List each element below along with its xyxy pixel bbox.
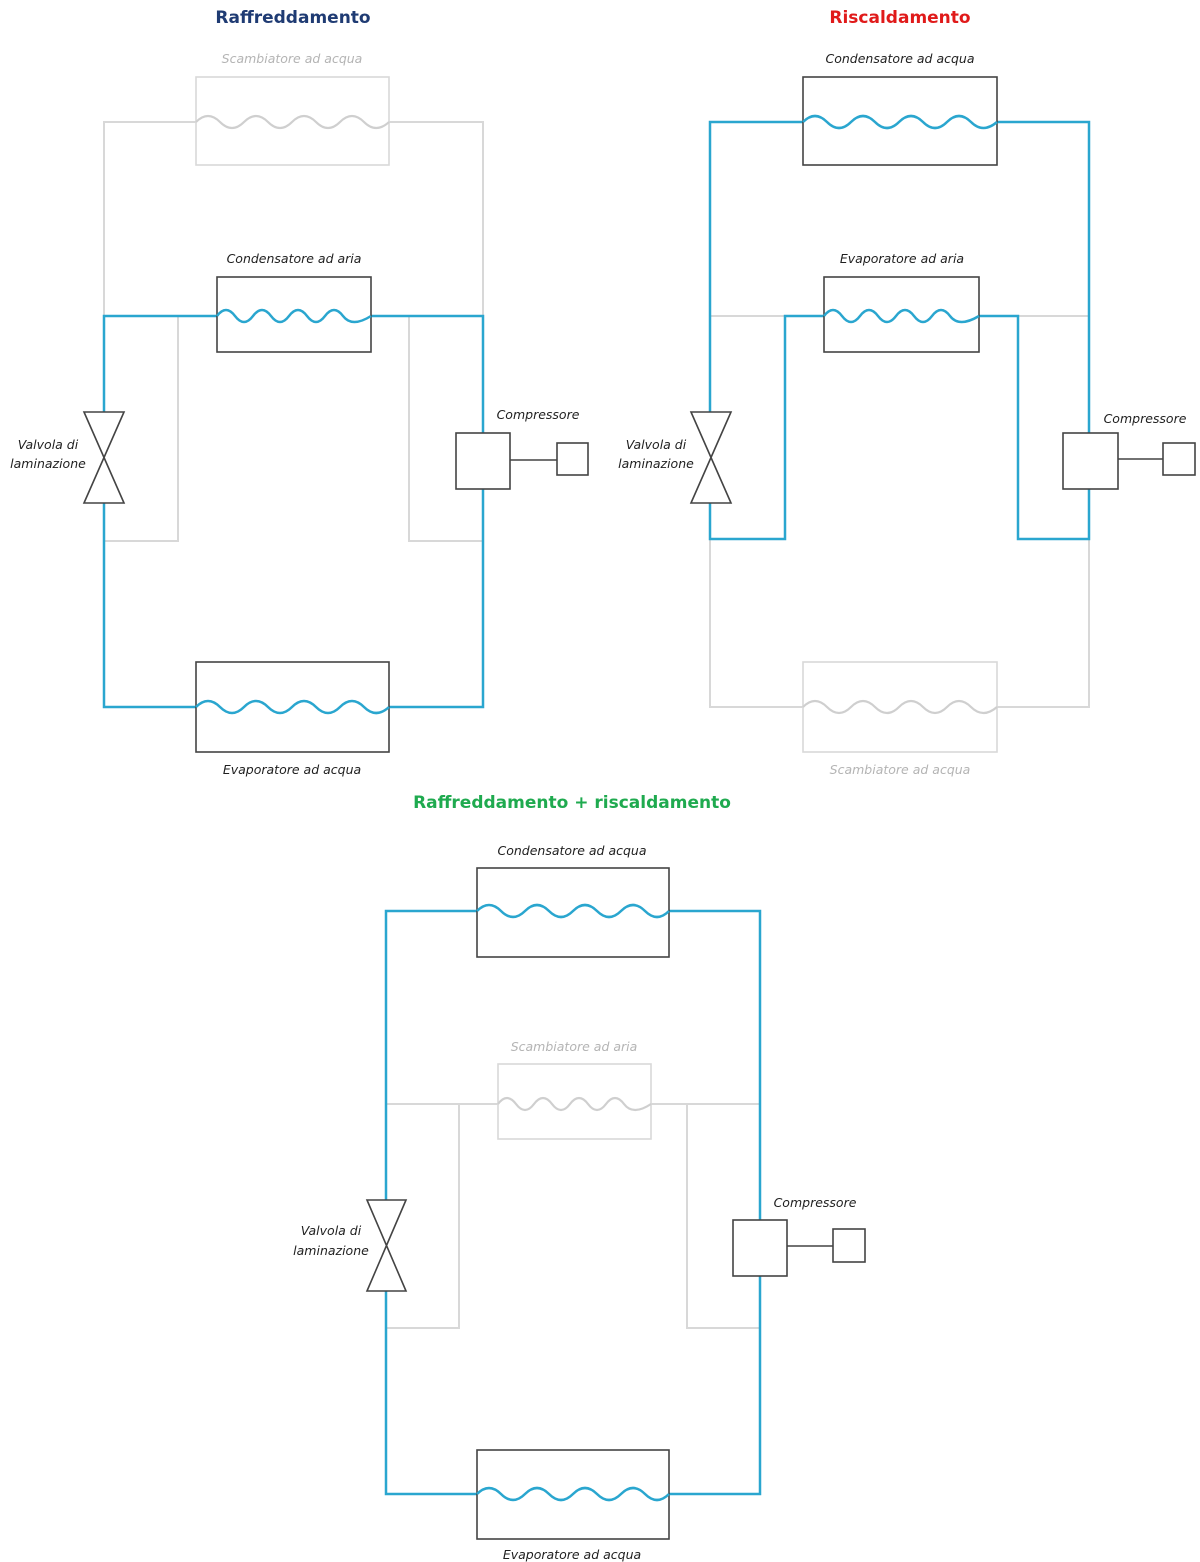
heating-air-evaporator-label: Evaporatore ad aria bbox=[840, 251, 964, 266]
heating-active-pipes bbox=[708, 120, 1091, 541]
cooling-expansion-valve bbox=[82, 411, 126, 504]
cooling-air-condenser bbox=[216, 276, 372, 353]
combined-water-condenser bbox=[476, 867, 670, 958]
combined-diagram: Raffreddamento + riscaldamento Scambiato… bbox=[293, 793, 866, 1562]
combined-expansion-valve bbox=[365, 1199, 408, 1292]
heating-air-evaporator bbox=[823, 276, 980, 353]
cooling-active-pipes bbox=[102, 314, 485, 709]
cooling-valve-label-line1: Valvola di bbox=[18, 437, 79, 452]
combined-water-evaporator bbox=[476, 1449, 670, 1540]
combined-inactive-pipes bbox=[386, 1103, 760, 1329]
combined-active-pipes bbox=[384, 909, 762, 1496]
combined-valve-label-line1: Valvola di bbox=[301, 1223, 362, 1238]
heating-water-exchanger-label: Scambiatore ad acqua bbox=[830, 762, 971, 777]
cooling-diagram: Raffreddamento Scambiatore ad acqua Cond… bbox=[10, 8, 589, 777]
combined-compressor-label: Compressore bbox=[774, 1195, 857, 1210]
heating-expansion-valve bbox=[689, 411, 733, 504]
heating-water-exchanger bbox=[802, 661, 998, 753]
cooling-water-evaporator bbox=[195, 661, 390, 753]
cooling-water-exchanger bbox=[195, 76, 390, 166]
cooling-valve-label-line2: laminazione bbox=[10, 456, 86, 471]
cooling-water-exchanger-label: Scambiatore ad acqua bbox=[222, 51, 363, 66]
combined-valve-label-line2: laminazione bbox=[293, 1243, 369, 1258]
heating-inactive-pipes bbox=[709, 315, 1090, 708]
heating-diagram: Riscaldamento Scambiatore ad acqua Conde… bbox=[618, 8, 1196, 777]
cooling-title: Raffreddamento bbox=[215, 8, 370, 28]
cooling-water-evaporator-label: Evaporatore ad acqua bbox=[223, 762, 361, 777]
combined-title: Raffreddamento + riscaldamento bbox=[413, 793, 731, 813]
heating-water-condenser bbox=[802, 76, 998, 166]
heating-compressor-label: Compressore bbox=[1104, 411, 1187, 426]
heating-valve-label-line1: Valvola di bbox=[626, 437, 687, 452]
combined-air-exchanger-label: Scambiatore ad aria bbox=[511, 1039, 638, 1054]
cooling-inactive-pipes bbox=[103, 121, 484, 542]
cooling-compressor-label: Compressore bbox=[497, 407, 580, 422]
combined-water-evaporator-label: Evaporatore ad acqua bbox=[503, 1547, 641, 1562]
heating-water-condenser-label: Condensatore ad acqua bbox=[826, 51, 975, 66]
cooling-air-condenser-label: Condensatore ad aria bbox=[227, 251, 362, 266]
heating-valve-label-line2: laminazione bbox=[618, 456, 694, 471]
cooling-compressor bbox=[455, 432, 589, 490]
combined-water-condenser-label: Condensatore ad acqua bbox=[498, 843, 647, 858]
combined-air-exchanger bbox=[497, 1063, 652, 1140]
heating-compressor bbox=[1062, 432, 1196, 490]
heating-title: Riscaldamento bbox=[829, 8, 970, 28]
combined-compressor bbox=[732, 1219, 866, 1277]
